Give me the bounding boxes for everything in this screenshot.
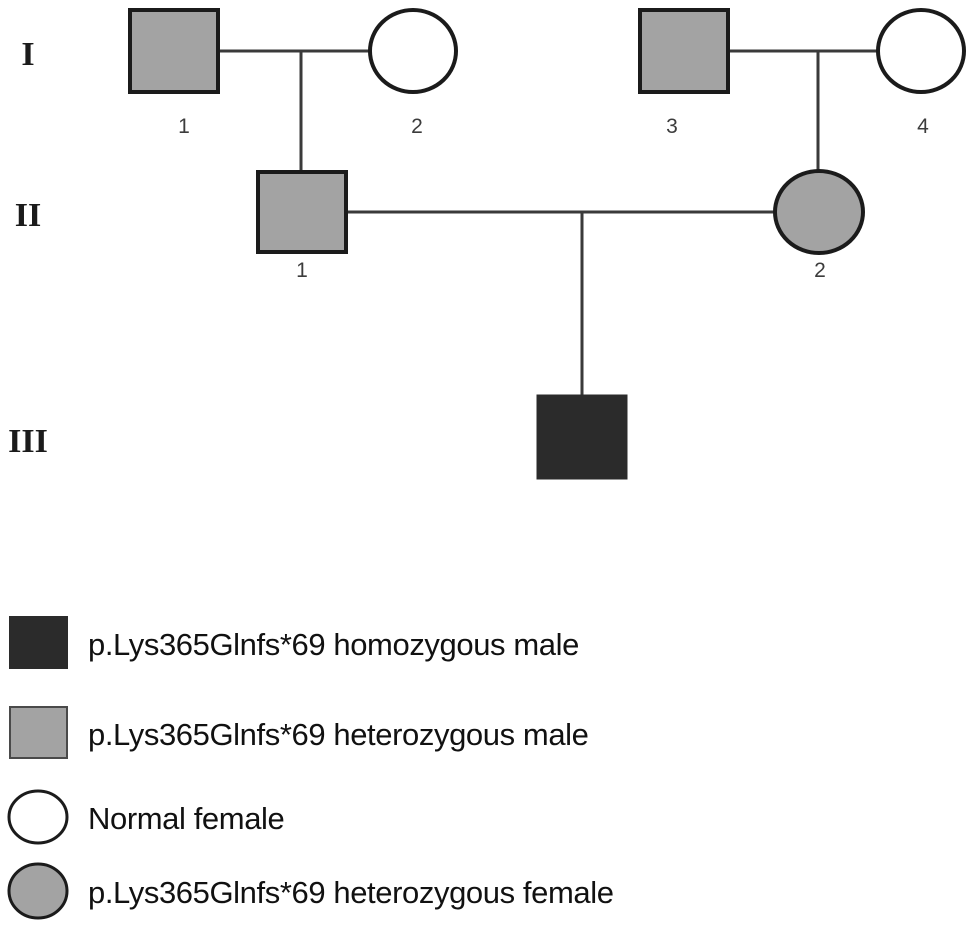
- symbol-circle-female[interactable]: [368, 8, 458, 94]
- individual-number: 4: [917, 115, 929, 138]
- legend-item-normal-female: Normal female: [7, 789, 285, 845]
- generation-label-2: II: [15, 197, 41, 234]
- symbol-square-male[interactable]: [128, 8, 220, 94]
- individual-I-2[interactable]: 2: [368, 8, 458, 138]
- legend-label: Normal female: [88, 801, 284, 836]
- legend-item-heterozygous-male: p.Lys365Glnfs*69 heterozygous male: [9, 706, 589, 759]
- individual-I-3[interactable]: 3: [638, 8, 730, 138]
- individual-I-1[interactable]: 1: [128, 8, 220, 138]
- symbol-square-male[interactable]: [536, 394, 628, 480]
- symbol-circle-female[interactable]: [773, 169, 865, 255]
- individual-II-2[interactable]: 2: [773, 169, 865, 282]
- individual-number: 2: [814, 259, 826, 282]
- individual-number: 3: [666, 115, 678, 138]
- relationship-lines: [218, 49, 879, 396]
- legend-item-homozygous-male: p.Lys365Glnfs*69 homozygous male: [9, 616, 579, 669]
- individual-number: 1: [178, 115, 190, 138]
- legend-swatch-square-gray: [9, 706, 68, 759]
- legend-label: p.Lys365Glnfs*69 homozygous male: [88, 627, 579, 662]
- individual-I-4[interactable]: 4: [876, 8, 966, 138]
- symbol-square-male[interactable]: [638, 8, 730, 94]
- legend-swatch-circle-open: [7, 789, 69, 845]
- legend-label: p.Lys365Glnfs*69 heterozygous male: [88, 717, 589, 752]
- generation-label-1: I: [21, 36, 34, 73]
- individual-number: 1: [296, 259, 308, 282]
- individual-II-1[interactable]: 1: [256, 170, 348, 282]
- legend-swatch-square-filled: [9, 616, 68, 669]
- legend: p.Lys365Glnfs*69 homozygous male p.Lys36…: [7, 616, 614, 920]
- symbol-circle-female[interactable]: [876, 8, 966, 94]
- legend-label: p.Lys365Glnfs*69 heterozygous female: [88, 875, 614, 910]
- legend-item-heterozygous-female: p.Lys365Glnfs*69 heterozygous female: [7, 862, 614, 920]
- generation-label-3: III: [8, 423, 48, 460]
- individual-number: 2: [411, 115, 423, 138]
- individual-III-1[interactable]: [536, 394, 628, 480]
- legend-swatch-circle-gray: [7, 862, 69, 920]
- symbol-square-male[interactable]: [256, 170, 348, 254]
